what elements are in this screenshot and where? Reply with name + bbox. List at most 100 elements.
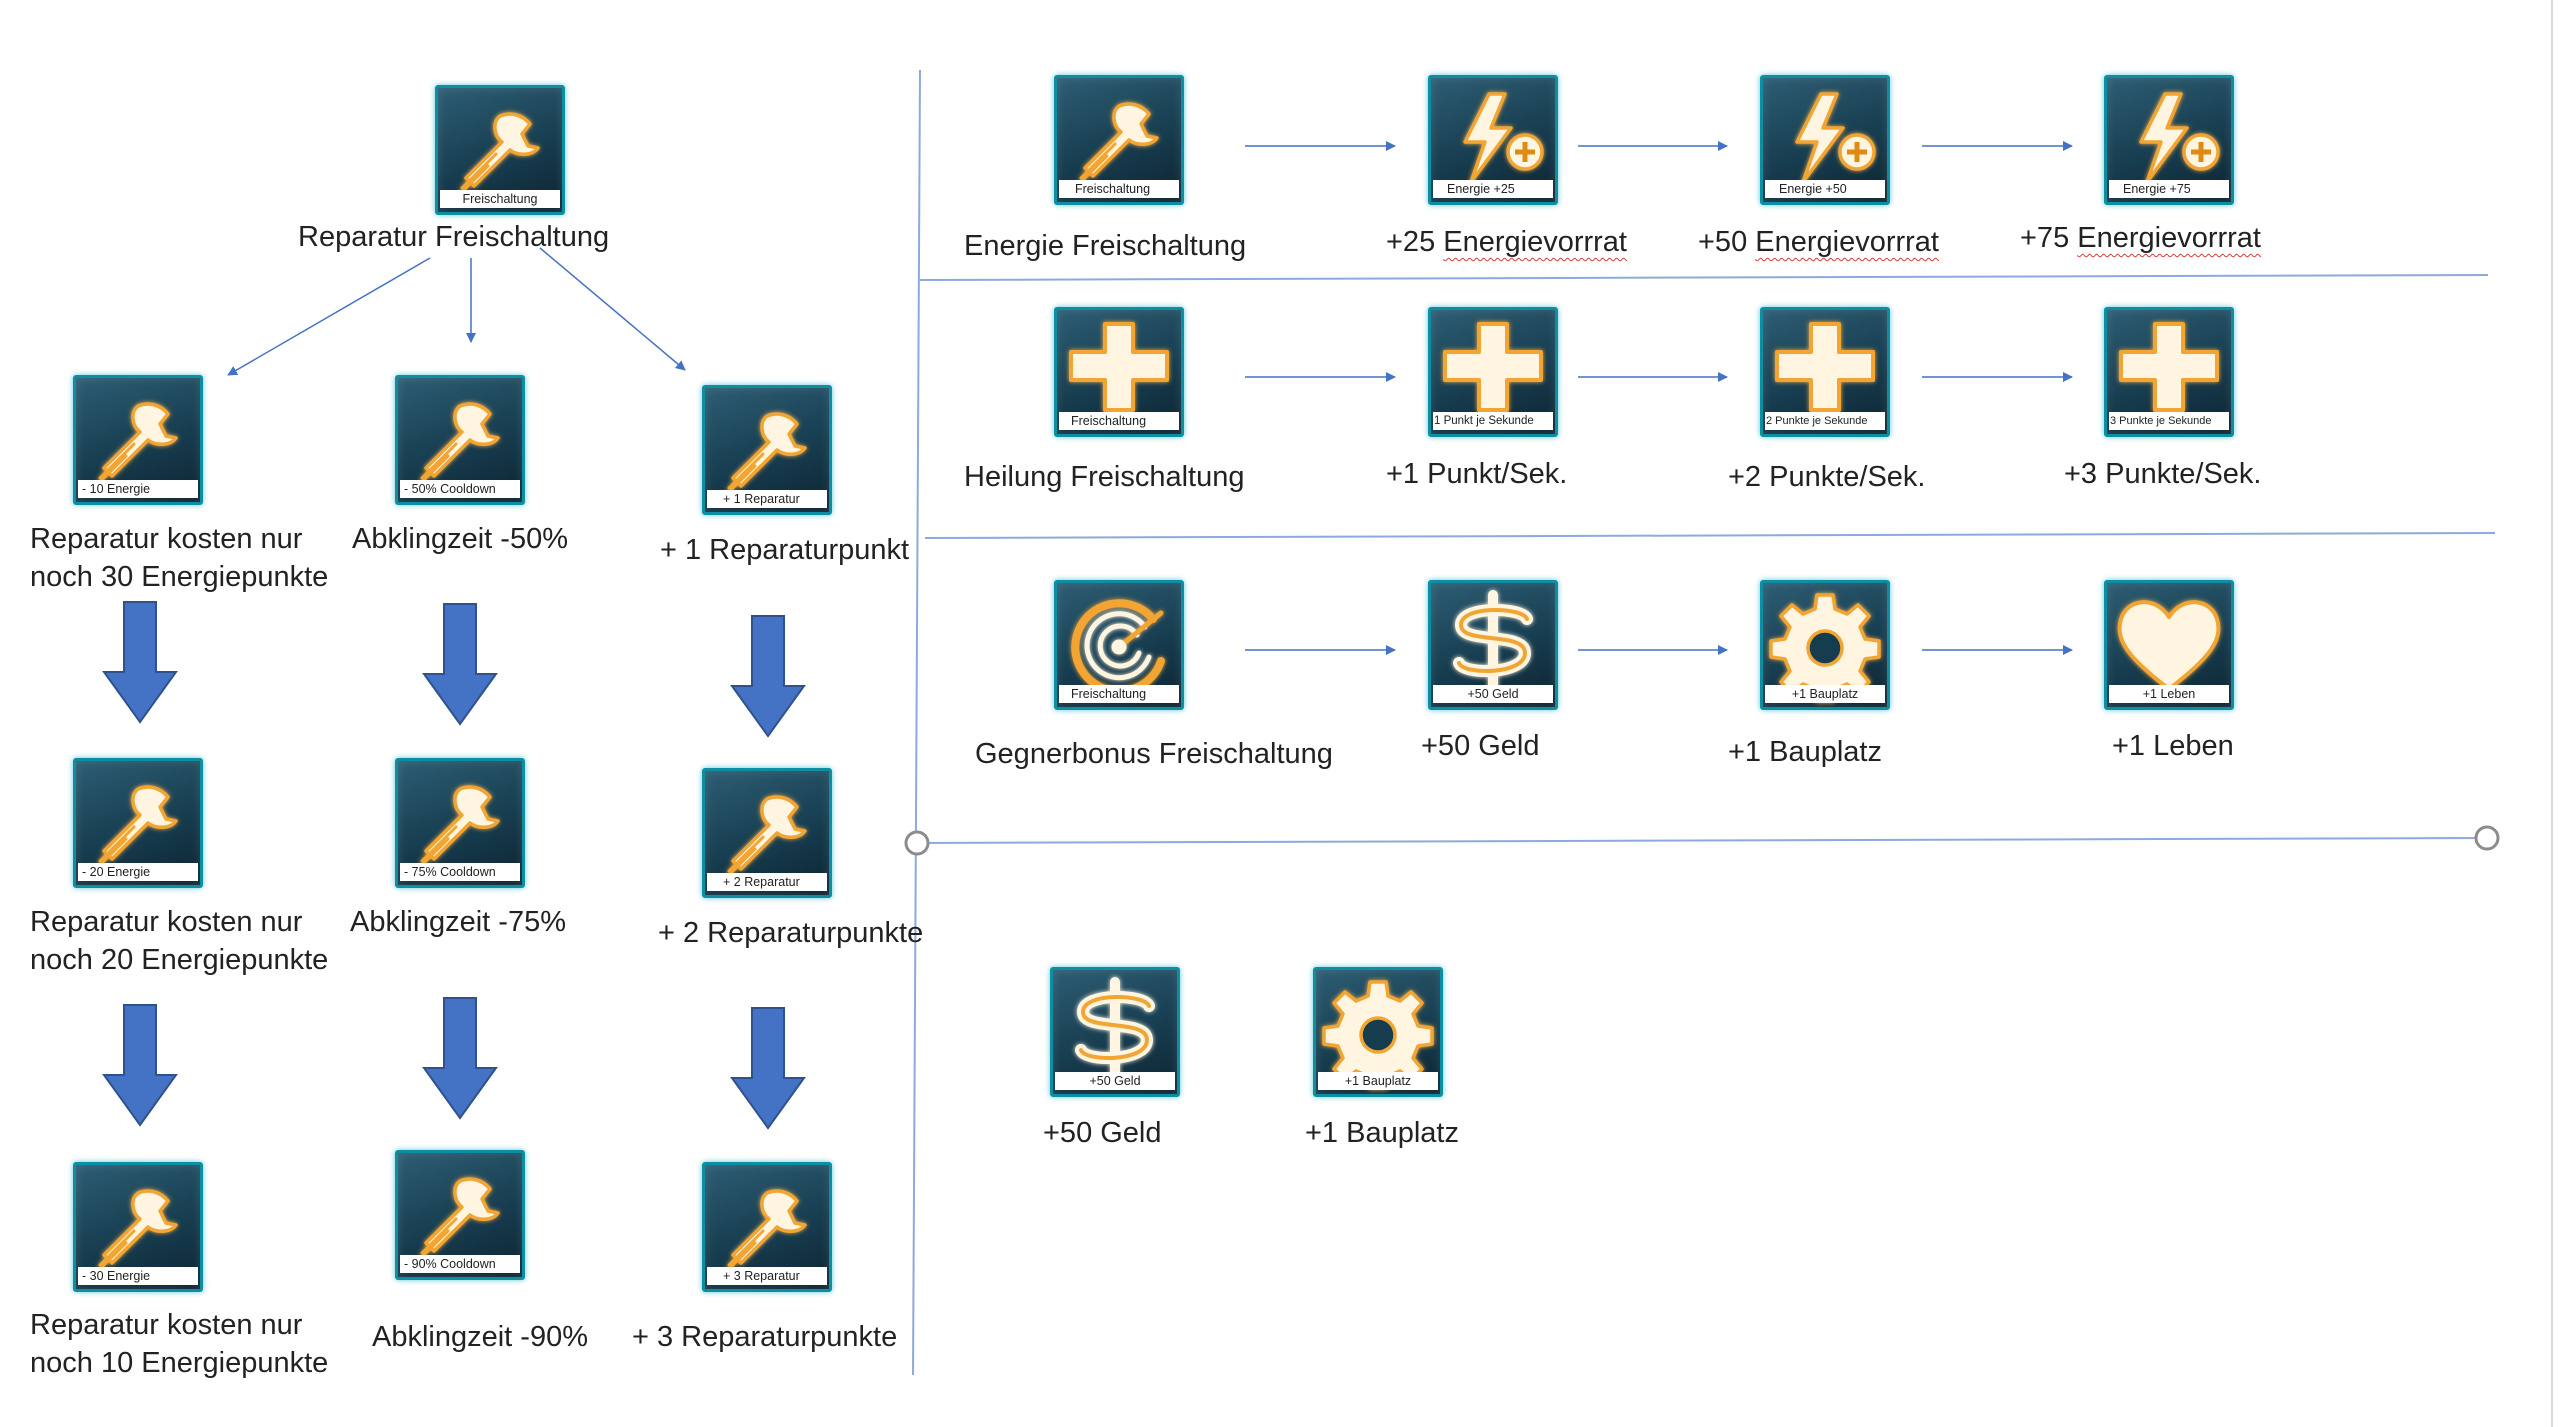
down-arrow-c1-1 [102, 601, 178, 724]
energy-plus-25-label: +25 Energievorrrat [1386, 223, 1627, 261]
repair-energy-label-1: Reparatur kosten nur noch 30 Energiepunk… [30, 523, 329, 593]
line-handle-right[interactable] [2474, 825, 2500, 851]
icon-caption: - 90% Cooldown [400, 1255, 520, 1273]
radar-icon: Freischaltung [1054, 580, 1184, 710]
energy-plus-25-text: +25 Energievorrrat [1386, 226, 1627, 258]
icon-caption: +1 Leben [2109, 685, 2229, 703]
wrench-icon: - 20 Energie [73, 758, 203, 888]
dollar-icon: +50 Geld [1050, 967, 1180, 1097]
icon-caption: - 75% Cooldown [400, 863, 520, 881]
cross-icon: 1 Punkt je Sekunde [1428, 307, 1558, 437]
lightning-plus-icon: Energie +75 [2104, 75, 2234, 205]
bolt-glyph [1795, 92, 1876, 184]
energy-plus-75-text: +75 Energievorrrat [2020, 222, 2261, 254]
energy-unlock-label: Energie Freischaltung [964, 230, 1247, 262]
energy-plus-50-label: +50 Energievorrrat [1698, 223, 1939, 261]
icon-caption: +1 Bauplatz [1765, 685, 1885, 703]
icon-caption: + 3 Reparatur [707, 1267, 827, 1285]
icon-caption: Freischaltung [440, 190, 560, 208]
dollar-glyph [1453, 590, 1533, 692]
bonus-life-label: +1 Leben [2112, 730, 2234, 762]
gear-icon: +1 Bauplatz [1313, 967, 1443, 1097]
cross-icon: Freischaltung [1054, 307, 1184, 437]
row-divider-2 [924, 532, 2496, 539]
repair-cooldown-label-3: Abklingzeit -90% [372, 1321, 588, 1353]
repair-energy-label-3: Reparatur kosten nur noch 10 Energiepunk… [30, 1309, 329, 1379]
heal-2-label: +2 Punkte/Sek. [1728, 461, 1926, 493]
icon-caption: Freischaltung [1059, 180, 1179, 198]
repair-points-label-3: + 3 Reparaturpunkte [632, 1321, 898, 1353]
down-arrow-c2-2 [422, 997, 498, 1120]
heart-icon: +1 Leben [2104, 580, 2234, 710]
cross-glyph [2119, 322, 2219, 412]
bonus-unlock-label: Gegnerbonus Freischaltung [975, 738, 1333, 770]
heal-3-label: +3 Punkte/Sek. [2064, 458, 2262, 490]
dollar-glyph [1075, 977, 1155, 1079]
vertical-divider [912, 69, 921, 1376]
wrench-icon: + 3 Reparatur [702, 1162, 832, 1292]
wrench-icon: - 30 Energie [73, 1162, 203, 1292]
repair-root-label: Reparatur Freischaltung [298, 221, 610, 253]
extra-buildslot-label: +1 Bauplatz [1305, 1117, 1459, 1149]
icon-caption: +1 Bauplatz [1318, 1072, 1438, 1090]
repair-cooldown-label-1: Abklingzeit -50% [352, 523, 568, 555]
icon-caption: 2 Punkte je Sekunde [1765, 412, 1885, 430]
repair-points-label-1: + 1 Reparaturpunkt [660, 534, 910, 566]
icon-caption: Freischaltung [1059, 412, 1179, 430]
wrench-icon: Freischaltung [1054, 75, 1184, 205]
heal-1-label: +1 Punkt/Sek. [1386, 458, 1568, 490]
gear-icon: +1 Bauplatz [1760, 580, 1890, 710]
down-arrow-c3-1 [730, 615, 806, 738]
bolt-glyph [2139, 92, 2220, 184]
lightning-plus-icon: Energie +25 [1428, 75, 1558, 205]
branch-arrow-left [227, 257, 431, 376]
line-handle-left[interactable] [904, 830, 930, 856]
gear-glyph [1322, 980, 1434, 1090]
icon-caption: Energie +50 [1765, 180, 1885, 198]
cross-glyph [1775, 322, 1875, 412]
icon-caption: + 1 Reparatur [707, 490, 827, 508]
energy-plus-75-label: +75 Energievorrrat [2020, 219, 2261, 257]
icon-caption: +50 Geld [1055, 1072, 1175, 1090]
lightning-plus-icon: Energie +50 [1760, 75, 1890, 205]
wrench-glyph [92, 785, 178, 873]
bonus-money-label: +50 Geld [1421, 730, 1540, 762]
cross-glyph [1069, 322, 1169, 412]
wrench-icon: - 75% Cooldown [395, 758, 525, 888]
icon-caption: +50 Geld [1433, 685, 1553, 703]
icon-caption: Energie +75 [2109, 180, 2229, 198]
repair-points-label-2: + 2 Reparaturpunkte [658, 917, 924, 949]
wrench-glyph [414, 1177, 500, 1265]
icon-caption: Freischaltung [1059, 685, 1179, 703]
icon-caption: - 30 Energie [78, 1267, 198, 1285]
bonus-buildslot-label: +1 Bauplatz [1728, 736, 1882, 768]
wrench-glyph [454, 112, 540, 200]
icon-caption: + 2 Reparatur [707, 873, 827, 891]
dollar-icon: +50 Geld [1428, 580, 1558, 710]
wrench-icon: + 1 Reparatur [702, 385, 832, 515]
row-divider-1 [919, 274, 2489, 281]
cross-icon: 3 Punkte je Sekunde [2104, 307, 2234, 437]
branch-arrow-right [539, 247, 686, 371]
wrench-glyph [414, 402, 500, 490]
bolt-glyph [1463, 92, 1544, 184]
energy-plus-50-text: +50 Energievorrrat [1698, 226, 1939, 258]
heal-unlock-label: Heilung Freischaltung [964, 461, 1245, 493]
icon-caption: 1 Punkt je Sekunde [1433, 412, 1553, 430]
icon-caption: - 10 Energie [78, 480, 198, 498]
down-arrow-c1-2 [102, 1004, 178, 1127]
gear-glyph [1769, 593, 1881, 703]
down-arrow-c3-2 [730, 1007, 806, 1130]
wrench-glyph [1073, 102, 1159, 190]
icon-caption: Energie +25 [1433, 180, 1553, 198]
heart-glyph [2117, 600, 2221, 691]
down-arrow-c2-1 [422, 603, 498, 726]
extra-money-label: +50 Geld [1043, 1117, 1162, 1149]
wrench-icon: Freischaltung [435, 85, 565, 215]
repair-energy-label-2: Reparatur kosten nur noch 20 Energiepunk… [30, 906, 329, 976]
icon-caption: 3 Punkte je Sekunde [2109, 412, 2229, 430]
cross-glyph [1443, 322, 1543, 412]
icon-caption: - 20 Energie [78, 863, 198, 881]
cross-icon: 2 Punkte je Sekunde [1760, 307, 1890, 437]
